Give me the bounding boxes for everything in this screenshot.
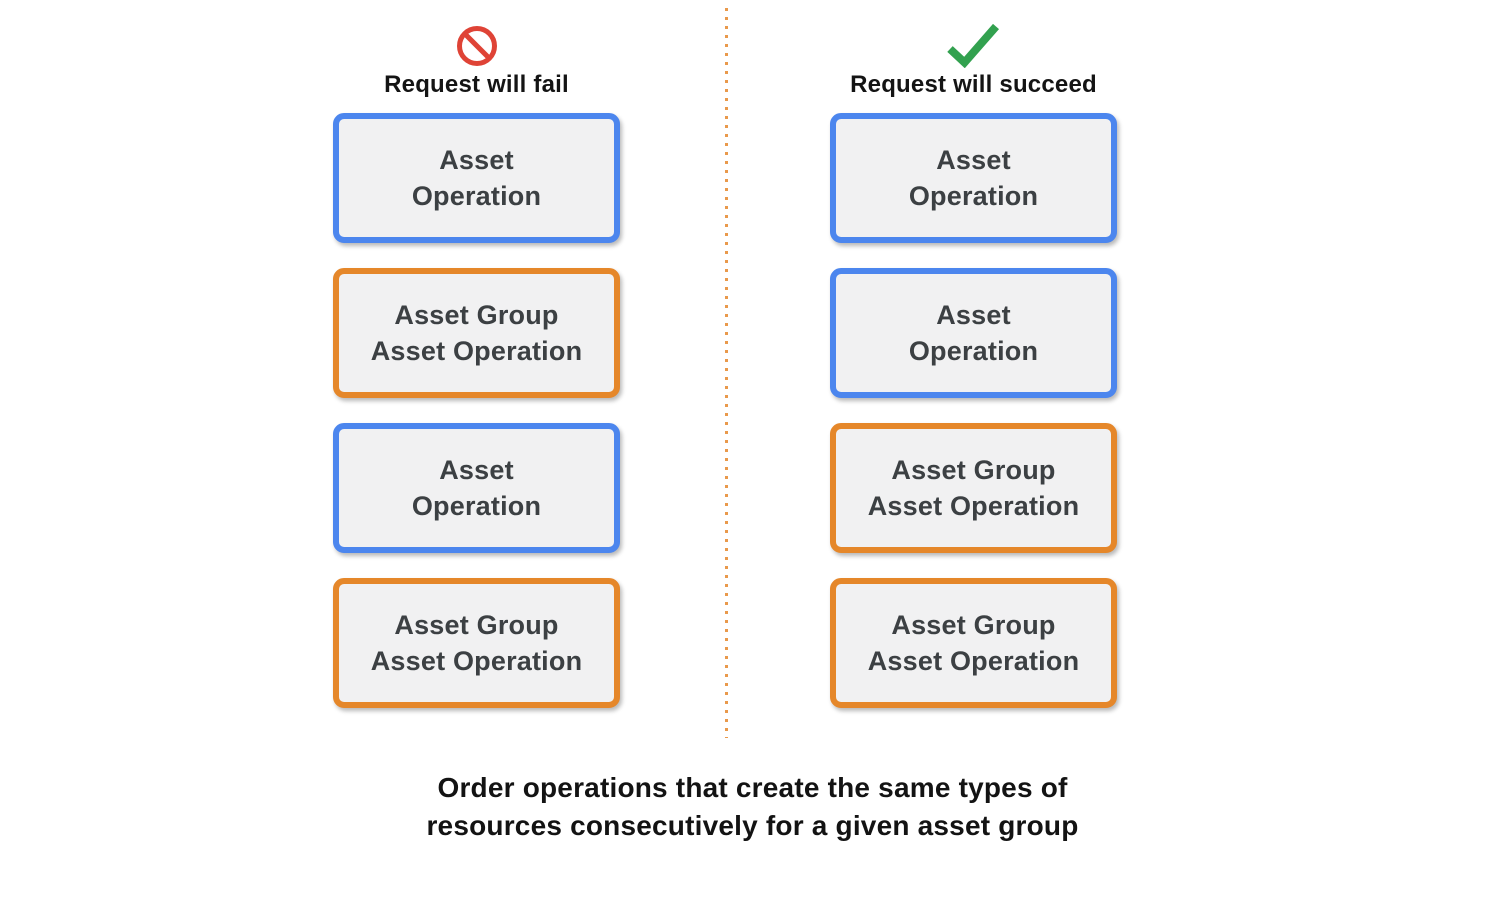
box-label-line: Asset Operation: [867, 491, 1080, 521]
box-label-line: Asset Operation: [867, 646, 1080, 676]
box-label-line: Operation: [411, 181, 542, 211]
box-label-line: Asset Group: [394, 299, 559, 330]
box-label-line: Asset: [936, 299, 1011, 330]
box-label-line: Asset Group: [394, 609, 559, 640]
box-asset-operation: Asset Operation: [333, 113, 620, 243]
box-asset-operation: Asset Operation: [830, 113, 1117, 243]
fail-header-label: Request will fail: [384, 71, 569, 98]
box-asset-group-asset-operation: Asset Group Asset Operation: [830, 423, 1117, 553]
box-label-line: Asset: [936, 144, 1011, 175]
box-asset-group-asset-operation: Asset Group Asset Operation: [333, 578, 620, 708]
box-label-line: Asset: [439, 454, 514, 485]
box-label-line: Operation: [908, 336, 1039, 366]
fail-header: Request will fail: [384, 18, 569, 113]
succeed-header-label: Request will succeed: [850, 71, 1097, 98]
succeed-column: Request will succeed Asset Operation Ass…: [830, 18, 1117, 733]
fail-column: Request will fail Asset Operation Asset …: [333, 18, 620, 733]
box-label-line: Operation: [411, 491, 542, 521]
box-label-line: Operation: [908, 181, 1039, 211]
column-divider: [725, 8, 728, 738]
caption-line: Order operations that create the same ty…: [437, 772, 1068, 803]
box-label-line: Asset Group: [891, 609, 1056, 640]
prohibited-icon: [455, 18, 499, 68]
box-asset-operation: Asset Operation: [333, 423, 620, 553]
box-asset-group-asset-operation: Asset Group Asset Operation: [830, 578, 1117, 708]
box-asset-group-asset-operation: Asset Group Asset Operation: [333, 268, 620, 398]
box-label-line: Asset: [439, 144, 514, 175]
check-icon: [945, 18, 1001, 68]
caption: Order operations that create the same ty…: [0, 769, 1505, 844]
succeed-header: Request will succeed: [850, 18, 1097, 113]
caption-line: resources consecutively for a given asse…: [426, 809, 1079, 841]
box-label-line: Asset Operation: [370, 336, 583, 366]
box-label-line: Asset Operation: [370, 646, 583, 676]
box-asset-operation: Asset Operation: [830, 268, 1117, 398]
box-label-line: Asset Group: [891, 454, 1056, 485]
